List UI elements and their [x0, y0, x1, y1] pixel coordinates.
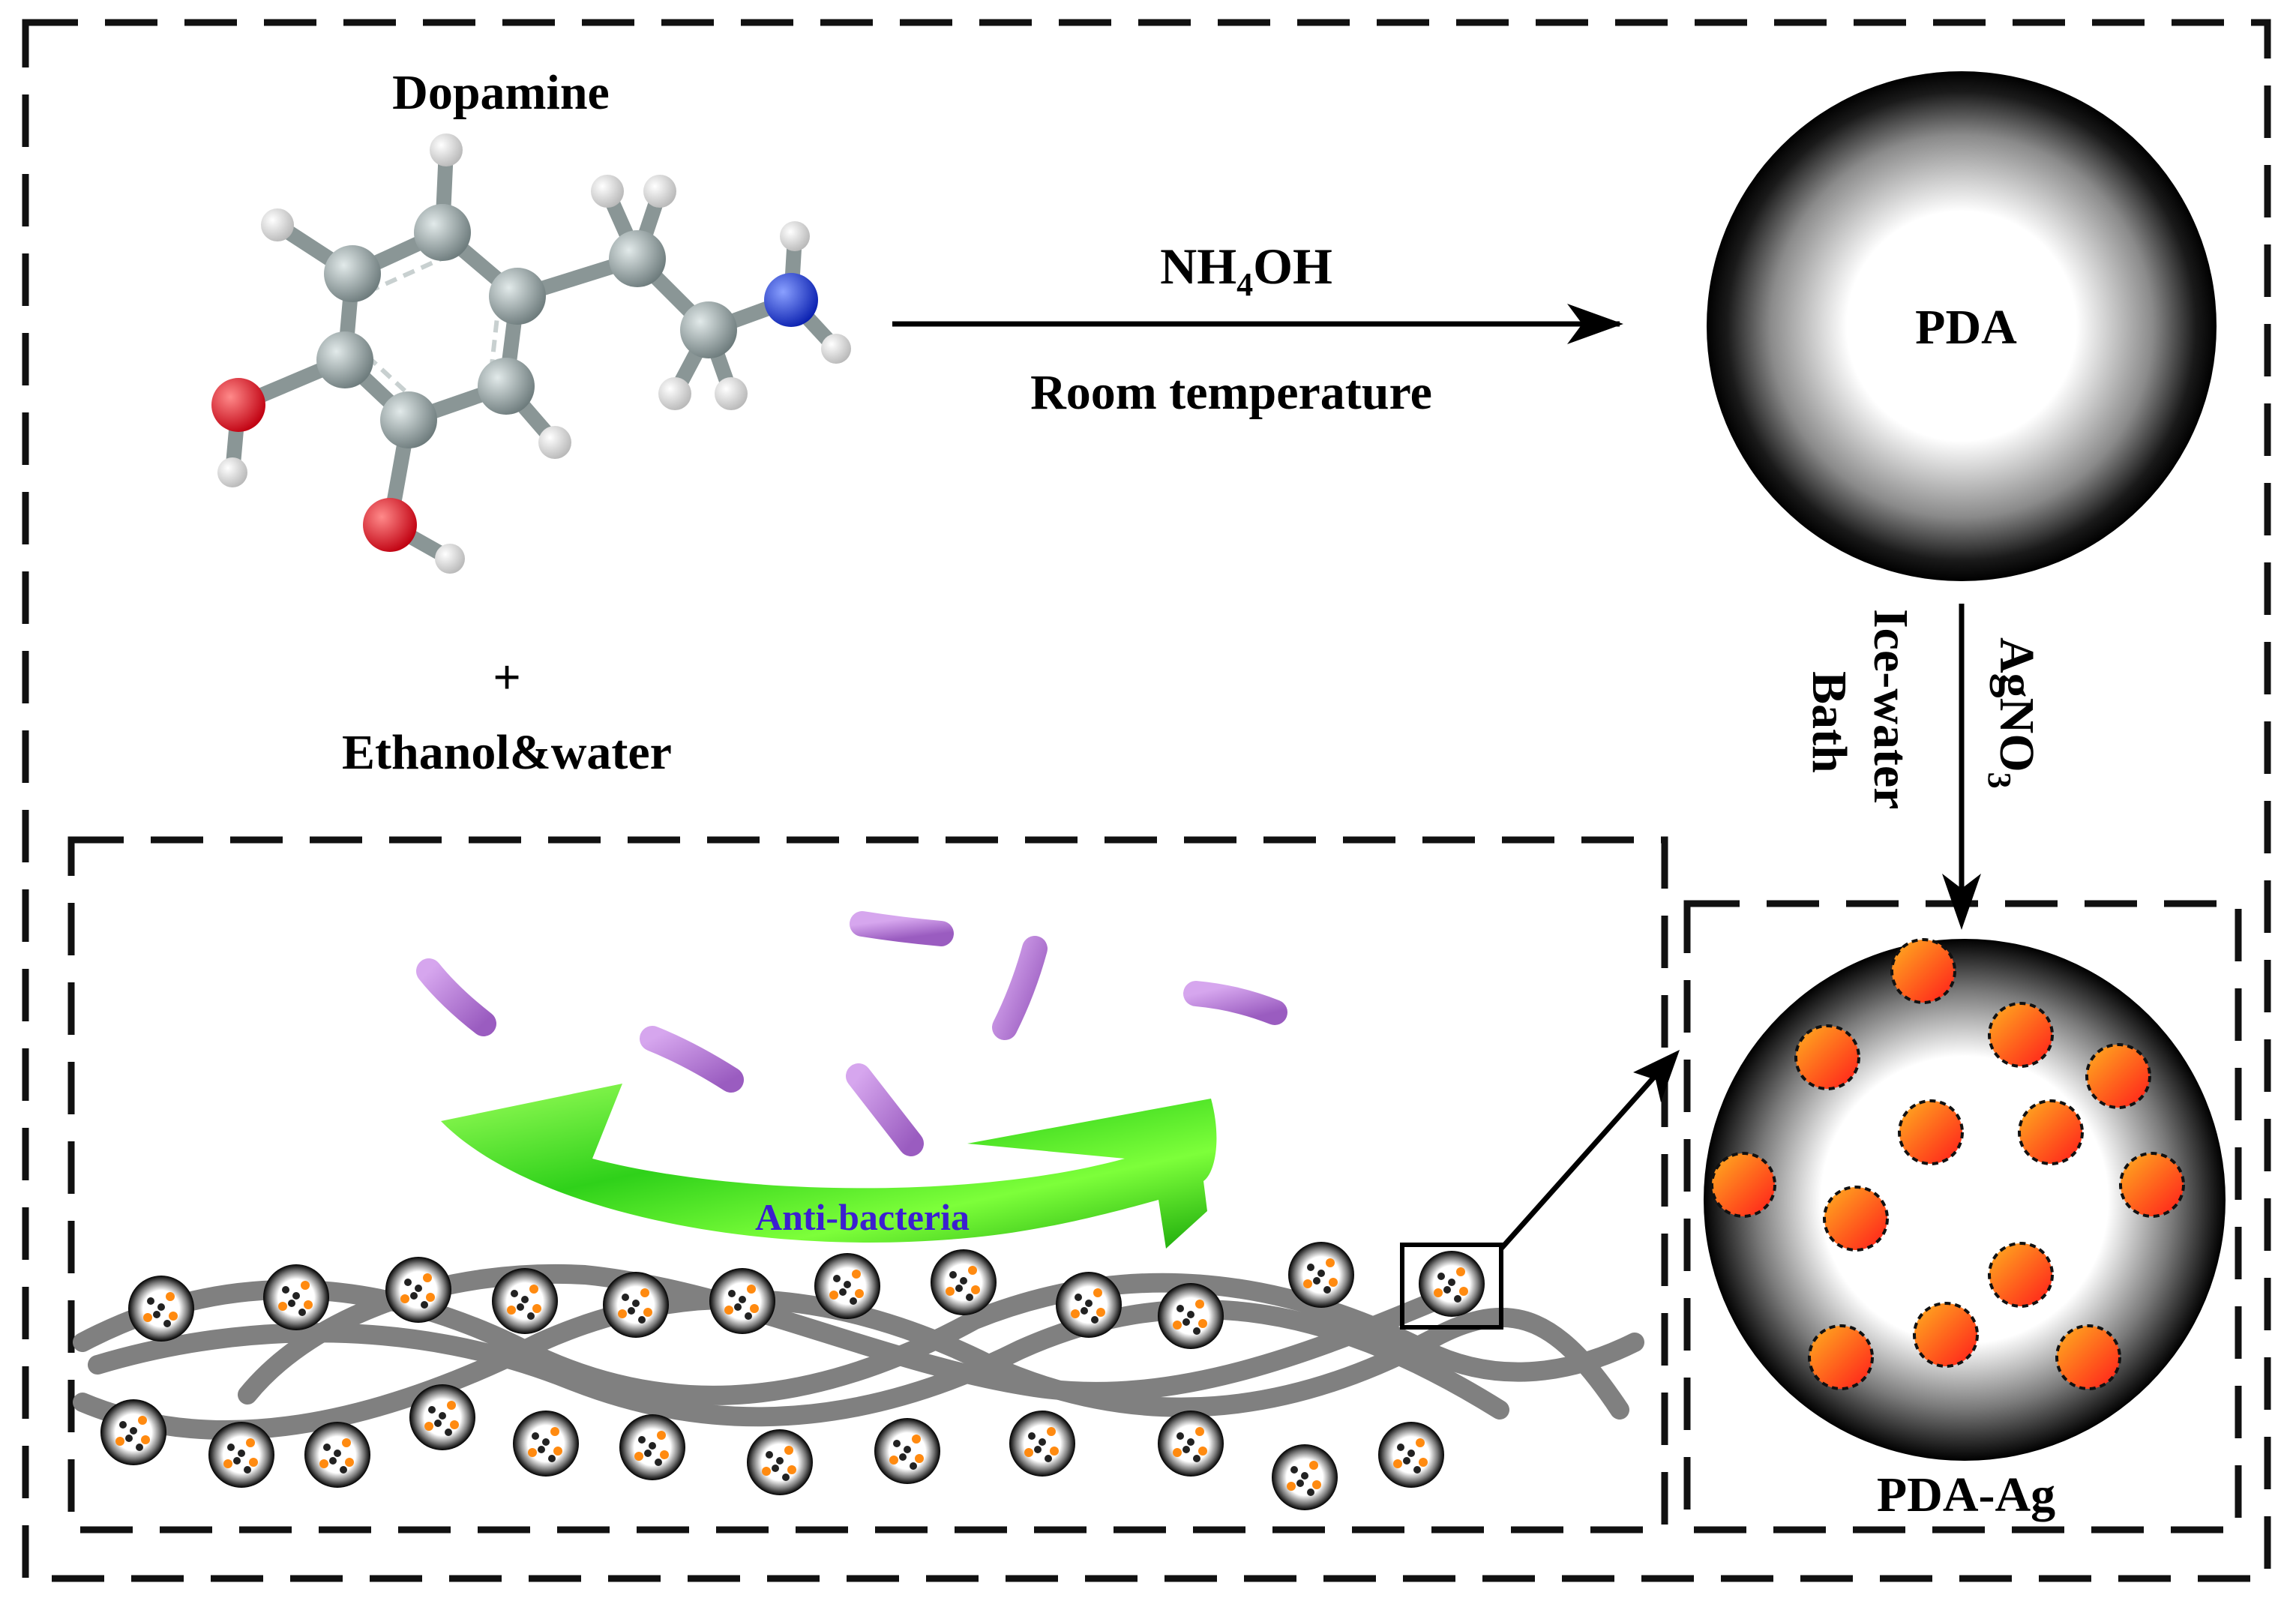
ice-water-label: Ice-water: [1863, 609, 1918, 809]
zoom-arrow: [1499, 1059, 1671, 1251]
bacterium: [640, 1026, 744, 1093]
ag-nanoparticle: [1710, 1152, 1776, 1218]
pda-sphere: [1707, 71, 2217, 581]
ag-nanoparticle: [1808, 1324, 1874, 1390]
pda-ag-label: PDA-Ag: [1877, 1468, 2055, 1522]
fabric-particle: [208, 1422, 274, 1488]
fabric-particle: [128, 1276, 194, 1342]
dopamine-molecule: [211, 133, 851, 574]
fabric-particle: [874, 1418, 940, 1484]
room-temperature-label: Room temperature: [1030, 365, 1432, 420]
fabric-particle: [100, 1399, 166, 1465]
pda-label: PDA: [1915, 300, 2017, 355]
ag-nanoparticle: [1913, 1302, 1979, 1368]
fabric-particle: [931, 1249, 997, 1315]
reaction-arrow-1-head: [1567, 304, 1623, 344]
fabric-particle: [1378, 1422, 1444, 1488]
anti-bacteria-arrow: [441, 1084, 1217, 1249]
fabric-particle: [409, 1384, 475, 1450]
ag-nanoparticle: [1823, 1186, 1889, 1252]
fabric-particle: [492, 1268, 558, 1334]
anti-bacteria-label: Anti-bacteria: [755, 1196, 970, 1238]
fabric-particle: [1272, 1444, 1338, 1510]
agno3-label: AgNO3: [1981, 637, 2044, 789]
ag-nanoparticles: [1710, 938, 2185, 1390]
bacterium: [850, 911, 954, 946]
bacterium: [416, 958, 496, 1036]
fabric-particle: [1158, 1411, 1224, 1477]
fabric-particle: [513, 1411, 579, 1477]
ag-nanoparticle: [1988, 1242, 2054, 1308]
reaction-arrow-2-head: [1942, 874, 1981, 930]
dopamine-label: Dopamine: [392, 65, 610, 120]
fabric-particle: [1288, 1242, 1354, 1308]
bath-label: Bath: [1802, 671, 1857, 773]
fabric-particle: [1009, 1411, 1075, 1477]
fabric-particle: [814, 1253, 880, 1319]
fabric-particle: [1419, 1251, 1485, 1317]
fabric-particle: [1056, 1272, 1122, 1338]
outer-frame: [22, 19, 2271, 1582]
ag-nanoparticle: [1988, 1002, 2054, 1068]
reagent-label: NH4OH: [1160, 238, 1332, 303]
fabric-particle: [385, 1257, 451, 1323]
fabric-particle: [263, 1264, 329, 1330]
ag-nanoparticle: [2055, 1324, 2121, 1390]
bacterium: [992, 936, 1048, 1040]
zoom-arrow-head: [1633, 1050, 1680, 1102]
ag-nanoparticle: [2085, 1043, 2151, 1109]
ag-nanoparticle: [1890, 938, 1956, 1004]
bacterium: [1183, 981, 1287, 1025]
bacterium: [846, 1063, 924, 1156]
ag-nanoparticle: [2119, 1152, 2185, 1218]
ag-nanoparticle: [1794, 1024, 1860, 1090]
fabric-particle: [709, 1268, 775, 1334]
ag-nanoparticle: [1898, 1099, 1964, 1165]
fabric-particle: [304, 1422, 370, 1488]
fabric-particle: [619, 1414, 685, 1480]
fabric-frame: [67, 836, 1668, 1534]
fabric-particle: [747, 1429, 813, 1495]
bacteria-group: [416, 911, 1287, 1156]
fabric-particle: [1158, 1283, 1224, 1349]
zoom-box: [1400, 1243, 1503, 1330]
fabric-particles: [100, 1242, 1485, 1510]
solvent-label: Ethanol&water: [342, 725, 672, 780]
fabric-particle: [603, 1272, 669, 1338]
plus-sign: +: [493, 650, 521, 705]
ag-nanoparticle: [2018, 1099, 2084, 1165]
